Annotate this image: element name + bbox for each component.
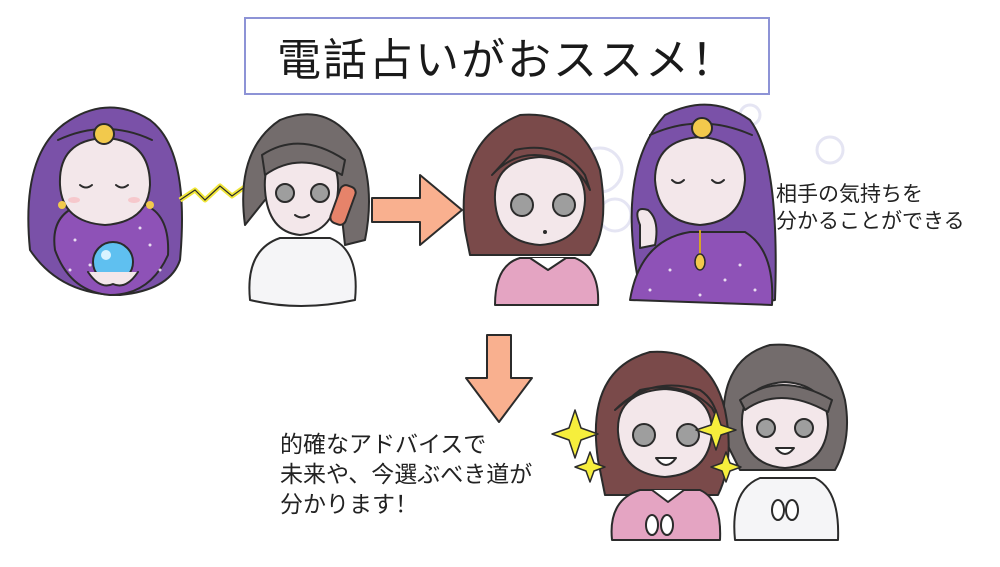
phone-icon [329, 184, 357, 226]
note-advice-line: 未来や、今選ぶべき道が [280, 462, 533, 488]
client-listening [462, 113, 605, 306]
note-empathy: 相手の気持ちを 分かることができる [776, 181, 965, 235]
arrow-right-icon [371, 174, 463, 246]
title-box: 電話占いがおススメ！ [244, 17, 770, 95]
happy-clients [594, 343, 848, 541]
page-title: 電話占いがおススメ！ [277, 35, 737, 86]
note-advice-line: 的確なアドバイスで [280, 432, 487, 458]
client-on-phone [242, 113, 370, 307]
fortune-teller-right [629, 103, 777, 306]
note-empathy-line: 相手の気持ちを [776, 182, 923, 206]
note-advice-line: 分かります！ [280, 492, 418, 518]
sparkle-icon [551, 409, 742, 483]
note-empathy-line: 分かることができる [776, 209, 965, 233]
arrow-down-icon [465, 334, 533, 423]
fortune-teller-left [27, 106, 183, 296]
note-advice: 的確なアドバイスで 未来や、今選ぶべき道が 分かります！ [280, 430, 532, 520]
